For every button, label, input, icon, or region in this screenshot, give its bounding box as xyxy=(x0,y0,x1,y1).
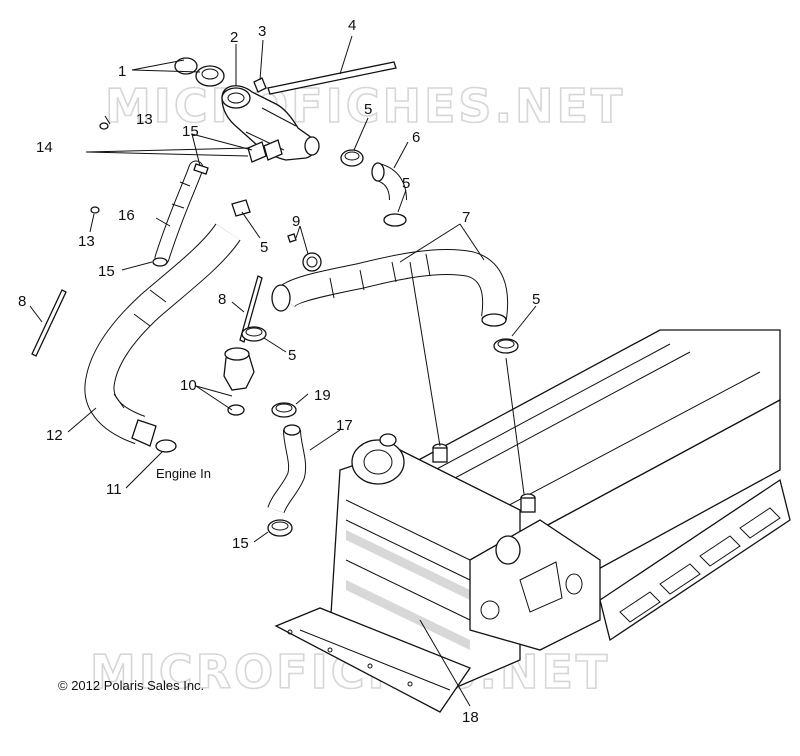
cable-tie-center xyxy=(239,275,263,343)
engine-in-hose xyxy=(84,223,241,447)
copyright-text: © 2012 Polaris Sales Inc. xyxy=(58,678,204,693)
callout-19: 19 xyxy=(314,387,331,404)
clamp-19 xyxy=(271,402,297,418)
callout-8-center: 8 xyxy=(218,291,226,308)
hose-clamp-pair xyxy=(247,139,283,163)
clamp-5-upper xyxy=(340,149,364,167)
callout-5-lower: 5 xyxy=(288,347,296,364)
callout-5-right: 5 xyxy=(532,291,540,308)
vent-tube xyxy=(267,61,397,95)
callout-5-middle: 5 xyxy=(402,175,410,192)
clamp-5-right xyxy=(493,338,519,354)
leader-lines xyxy=(29,35,537,707)
callout-15-top: 15 xyxy=(182,123,199,140)
callout-5-left: 5 xyxy=(260,239,268,256)
chassis-tunnel xyxy=(398,329,791,642)
coolant-bottle xyxy=(221,85,320,161)
callout-15-bottom: 15 xyxy=(232,535,249,552)
clamp-5-lower xyxy=(241,326,267,342)
clamp-11 xyxy=(155,439,177,453)
callout-12: 12 xyxy=(46,427,63,444)
callout-5-top: 5 xyxy=(364,101,372,118)
callout-10: 10 xyxy=(180,377,197,394)
callout-13-top: 13 xyxy=(136,111,153,128)
callout-4: 4 xyxy=(348,17,356,34)
callout-18: 18 xyxy=(462,709,479,726)
clamp-15-lower xyxy=(267,519,293,537)
skid-plate xyxy=(274,607,471,713)
callout-16: 16 xyxy=(118,207,135,224)
callout-3: 3 xyxy=(258,23,266,40)
main-coolant-hose xyxy=(271,248,509,327)
engine-bay xyxy=(329,433,601,691)
callout-17: 17 xyxy=(336,417,353,434)
cable-tie-left xyxy=(31,289,67,357)
callout-7: 7 xyxy=(462,209,470,226)
callout-15-middle: 15 xyxy=(98,263,115,280)
callout-13-bottom: 13 xyxy=(78,233,95,250)
engine-in-label: Engine In xyxy=(156,466,211,481)
elbow-hose xyxy=(371,162,407,201)
clamp-assembly-9 xyxy=(287,233,322,272)
overflow-hose xyxy=(70,122,109,214)
bottle-clip xyxy=(253,77,267,93)
pressure-cap xyxy=(174,57,225,87)
hose-16 xyxy=(152,160,209,267)
clamp-5-middle xyxy=(383,213,407,227)
callout-6: 6 xyxy=(412,129,420,146)
clamp-5-left xyxy=(231,199,251,217)
hose-17 xyxy=(267,424,307,514)
callout-14: 14 xyxy=(36,139,53,156)
callout-9: 9 xyxy=(292,213,300,230)
watermark-top: MICROFICHES.NET xyxy=(105,79,625,133)
callout-1: 1 xyxy=(118,63,126,80)
callout-2: 2 xyxy=(230,29,238,46)
thermostat-housing xyxy=(223,347,255,416)
callout-8-left: 8 xyxy=(18,293,26,310)
callout-11: 11 xyxy=(106,481,122,498)
